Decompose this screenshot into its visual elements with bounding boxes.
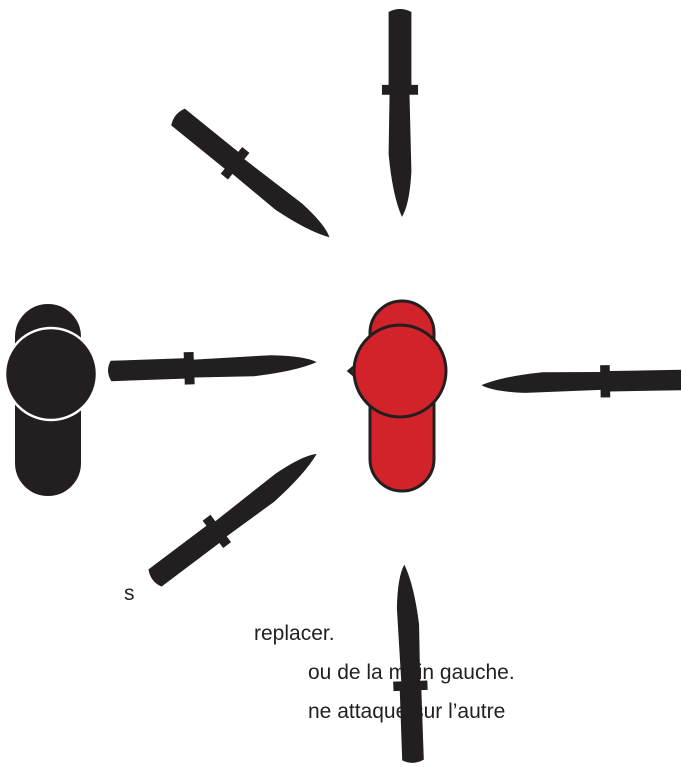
caption-line-1: s bbox=[124, 583, 135, 604]
knife-north bbox=[382, 9, 418, 217]
knife-west bbox=[107, 348, 317, 388]
opponent-head bbox=[5, 328, 97, 420]
opponent-figure bbox=[5, 303, 97, 497]
caption-line-4: ne attaque sur l’autre bbox=[308, 701, 505, 722]
knife-east bbox=[481, 364, 681, 400]
knife-south-west bbox=[142, 442, 328, 594]
defender-head bbox=[354, 325, 446, 417]
caption-line-3: ou de la main gauche. bbox=[308, 662, 515, 683]
caption-line-2: replacer. bbox=[254, 623, 335, 644]
knife-north-west bbox=[165, 102, 339, 252]
defender-figure bbox=[349, 301, 446, 491]
